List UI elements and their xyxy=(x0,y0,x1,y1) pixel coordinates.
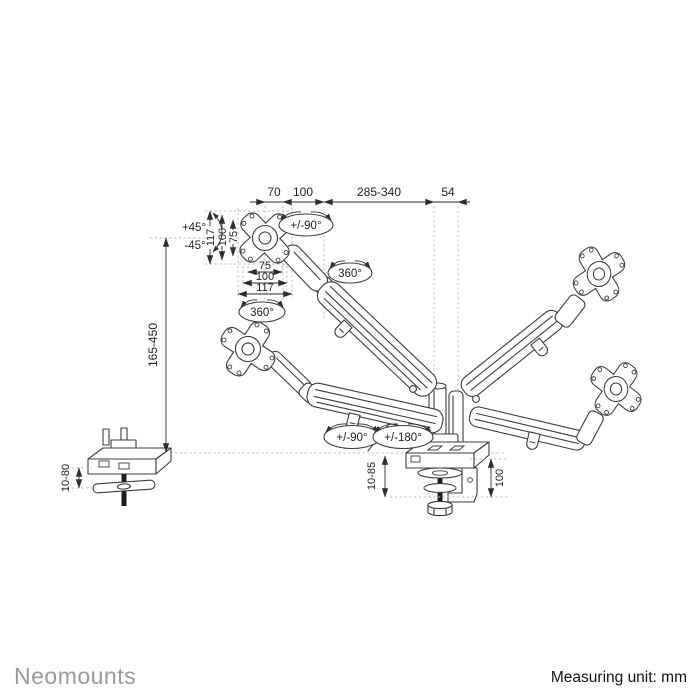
rotation-indicators: +/-90° 360° 360° +/-90° +/-180° xyxy=(238,211,434,450)
dim-vesa-h-117: 117 xyxy=(256,282,274,294)
arm-swivel-label: +/-90° xyxy=(336,432,367,444)
vesa-plate-mid-left xyxy=(214,315,282,383)
dim-top-100: 100 xyxy=(293,185,313,199)
vesa-rotation-label: 360° xyxy=(250,307,274,319)
upper-left-arm xyxy=(281,244,438,397)
dim-clamp-thickness: 10-85 xyxy=(366,462,378,490)
tilt-indicator: +45° -45° xyxy=(182,212,223,253)
dim-top-285-340: 285-340 xyxy=(357,185,401,199)
upper-right-arm xyxy=(460,294,586,398)
dim-grommet-thickness: 10-80 xyxy=(60,464,72,492)
lower-right-arm xyxy=(468,406,604,451)
dim-vesa-v-75: 75 xyxy=(228,231,240,243)
tilt-down-label: -45° xyxy=(184,240,205,252)
arm-swivel-indicator: +/-90° xyxy=(323,423,381,450)
dim-top-70: 70 xyxy=(267,185,281,199)
grommet-mount xyxy=(87,427,172,506)
measuring-unit-note: Measuring unit: mm xyxy=(550,669,687,686)
tilt-up-label: +45° xyxy=(182,222,206,234)
arm-rotation-indicator: 360° xyxy=(327,260,373,284)
vesa-dimensions-horizontal: 75 100 117 xyxy=(237,260,293,298)
gas-spring-arms xyxy=(266,244,604,451)
vesa-dimensions-vertical: 117 100 75 xyxy=(205,210,240,265)
lower-left-arm xyxy=(266,350,444,434)
vesa-rotation-indicator: 360° xyxy=(238,299,286,323)
dim-height-range: 165-450 xyxy=(146,323,160,367)
pole-swivel-indicator: +/-180° xyxy=(372,423,434,450)
brand-logo-text: Neomounts xyxy=(14,663,137,689)
vesa-swivel-label: +/-90° xyxy=(290,220,321,232)
grommet-thickness-dimension: 10-80 xyxy=(60,464,83,492)
desk-clamp xyxy=(405,441,490,517)
dim-vesa-h-75: 75 xyxy=(259,260,271,272)
dim-top-54: 54 xyxy=(441,185,455,199)
height-range-dimension: 165-450 xyxy=(146,237,170,453)
arm-rotation-label: 360° xyxy=(338,268,362,280)
dim-vesa-h-100: 100 xyxy=(256,271,274,283)
dim-clamp-height: 100 xyxy=(494,469,506,487)
pole-swivel-label: +/-180° xyxy=(384,432,422,444)
vesa-swivel-indicator: +/-90° xyxy=(278,211,334,237)
clamp-dimensions: 10-85 100 xyxy=(366,455,506,498)
top-dimension-chain: 70 100 285-340 54 xyxy=(250,185,470,206)
dim-vesa-v-117: 117 xyxy=(205,229,217,247)
